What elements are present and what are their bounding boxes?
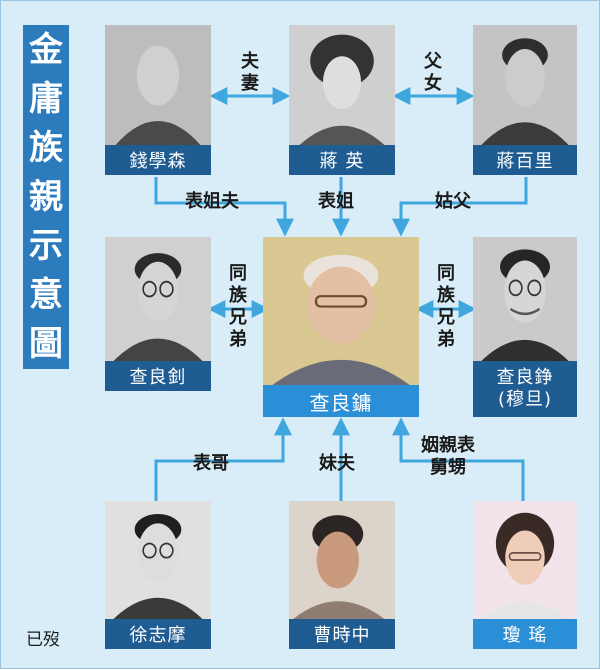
person-card-jiang-baili: 蔣百里 <box>473 25 577 175</box>
relation-inlaw: 姻親表 舅甥 <box>421 435 475 479</box>
relation-char: 夫 <box>241 51 259 72</box>
person-card-center: 查良鏞 <box>263 237 419 417</box>
relation-cousin-brother: 表哥 <box>193 453 229 474</box>
connector-qiong-center <box>392 417 525 501</box>
relation-char: 弟 <box>229 329 247 350</box>
person-name: 曹時中 <box>289 619 395 649</box>
relation-char: 父 <box>424 51 442 72</box>
relation-char: 妻 <box>241 73 259 94</box>
title-char: 圖 <box>29 324 63 365</box>
connector-qian-center <box>154 177 294 237</box>
relation-char: 兄 <box>437 307 455 328</box>
person-card-qian: 錢學森 <box>105 25 211 175</box>
relation-char: 女 <box>424 73 442 94</box>
person-name: 蔣百里 <box>473 145 577 175</box>
portrait-photo <box>105 25 211 145</box>
connector-jiangbaili-center <box>392 177 528 237</box>
title-char: 示 <box>29 226 63 267</box>
title-char: 族 <box>29 127 63 168</box>
portrait-photo <box>289 25 395 145</box>
relation-line: 舅甥 <box>430 457 466 478</box>
relation-char: 族 <box>437 285 455 306</box>
portrait-photo <box>105 237 211 361</box>
person-name: 查良釗 <box>105 361 211 391</box>
person-card-xu: 徐志摩 <box>105 501 211 649</box>
connector-xu-center <box>154 417 292 501</box>
title-char: 金 <box>29 29 63 70</box>
person-card-jiang-ying: 蔣 英 <box>289 25 395 175</box>
title-char: 意 <box>29 275 63 316</box>
relation-char: 同 <box>229 263 247 284</box>
relation-uncle: 姑父 <box>435 191 471 212</box>
person-alias: (穆旦) <box>497 389 553 410</box>
legend-deceased: 已歿 <box>26 630 60 650</box>
portrait-photo <box>289 501 395 619</box>
person-name: 瓊 瑤 <box>473 619 577 649</box>
relation-spouse: 夫 妻 <box>239 51 261 95</box>
relation-father-daughter: 父 女 <box>422 51 444 95</box>
person-card-zha-liangzhao: 查良釗 <box>105 237 211 391</box>
relation-line: 姻親表 <box>421 435 475 456</box>
person-name-center: 查良鏞 <box>263 385 419 417</box>
person-card-qiong: 瓊 瑤 <box>473 501 577 649</box>
person-card-cao: 曹時中 <box>289 501 395 649</box>
relation-cousin-sister: 表姐 <box>318 191 354 212</box>
portrait-photo <box>473 237 577 361</box>
person-name-block: 查良錚 (穆旦) <box>473 361 577 417</box>
relation-sister-husband: 妹夫 <box>319 453 355 474</box>
relation-clan-right: 同 族 兄 弟 <box>435 263 457 351</box>
diagram-title: 金 庸 族 親 示 意 圖 <box>23 25 69 369</box>
person-name: 徐志摩 <box>105 619 211 649</box>
title-char: 庸 <box>29 78 63 119</box>
title-char: 親 <box>29 176 63 217</box>
portrait-photo <box>473 501 577 619</box>
person-name: 查良錚 <box>496 367 554 388</box>
portrait-photo <box>473 25 577 145</box>
person-name: 蔣 英 <box>289 145 395 175</box>
relation-char: 族 <box>229 285 247 306</box>
relation-clan-left: 同 族 兄 弟 <box>227 263 249 351</box>
relation-char: 兄 <box>229 307 247 328</box>
person-name: 錢學森 <box>105 145 211 175</box>
relation-char: 弟 <box>437 329 455 350</box>
relation-char: 同 <box>437 263 455 284</box>
portrait-photo <box>263 237 419 385</box>
relation-brother-in-law-cousin: 表姐夫 <box>185 191 239 212</box>
person-card-zha-liangzheng: 查良錚 (穆旦) <box>473 237 577 417</box>
portrait-photo <box>105 501 211 619</box>
